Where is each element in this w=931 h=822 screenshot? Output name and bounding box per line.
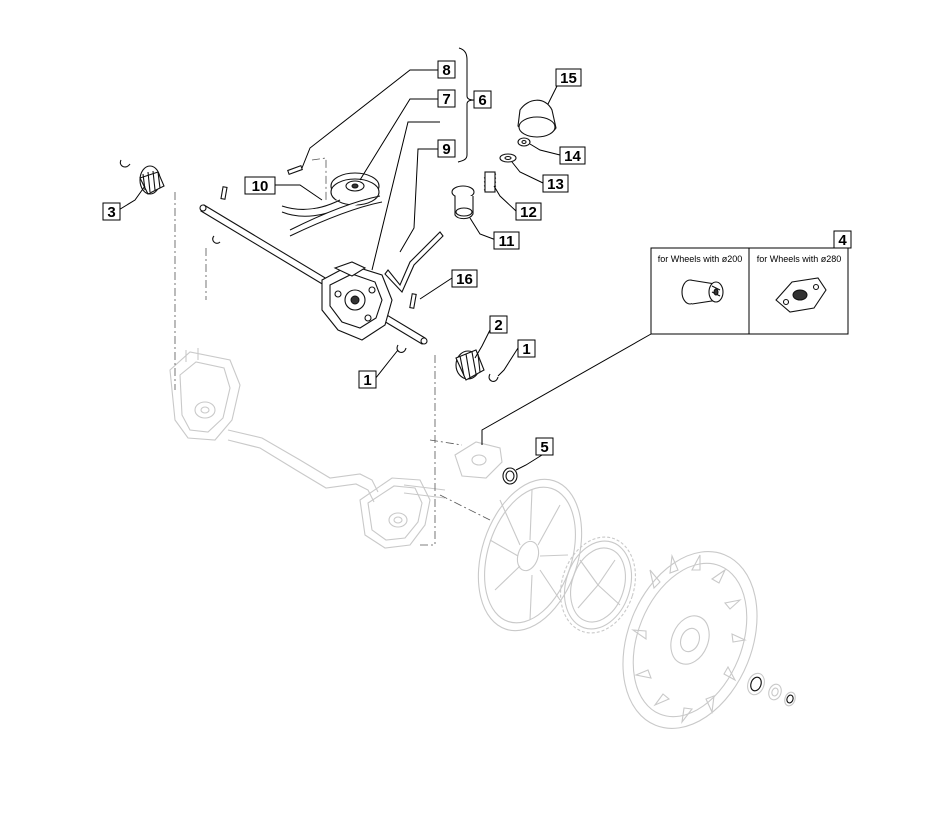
svg-text:1: 1	[522, 341, 530, 358]
callout-3: 3	[102, 202, 121, 221]
bushing-200-icon	[681, 279, 724, 305]
callout-7: 7	[437, 89, 456, 108]
ghost-washers	[747, 672, 796, 707]
svg-text:10: 10	[252, 178, 269, 195]
callout-12: 12	[515, 202, 542, 221]
svg-text:8: 8	[442, 62, 450, 79]
inset-caption-200: for Wheels with ø200	[658, 254, 743, 264]
pinion-gear-part-3	[119, 159, 165, 195]
bushing-part-11	[451, 185, 475, 220]
pin-part-16	[409, 293, 417, 309]
svg-text:16: 16	[456, 271, 473, 288]
svg-text:9: 9	[442, 141, 450, 158]
ghost-wheel-gear-ring	[560, 536, 636, 634]
callout-labels: 8 7 6 15 9 14 10 13	[102, 60, 852, 456]
callout-13: 13	[542, 174, 569, 193]
circlip-part-1	[396, 344, 499, 382]
svg-text:7: 7	[442, 91, 450, 108]
callout-1-right: 1	[517, 339, 536, 358]
pinion-gear-part-2	[455, 349, 485, 381]
svg-text:14: 14	[564, 148, 581, 165]
svg-text:15: 15	[560, 70, 577, 87]
callout-1-left: 1	[358, 370, 377, 389]
callout-6: 6	[473, 90, 492, 109]
callout-8: 8	[437, 60, 456, 79]
nut-part-14	[517, 137, 531, 147]
gearbox	[321, 261, 393, 341]
washer-part-13	[499, 153, 517, 163]
callout-4: 4	[833, 230, 852, 249]
callout-9: 9	[437, 139, 456, 158]
callout-15: 15	[555, 68, 582, 87]
svg-text:3: 3	[107, 204, 115, 221]
svg-text:6: 6	[478, 92, 486, 109]
inset-variants-part-4: for Wheels with ø200 for Wheels with ø28…	[650, 247, 849, 335]
cable-rod-part-9	[384, 231, 444, 293]
spring-part-12	[483, 171, 497, 193]
ghost-wheel-tyre	[622, 551, 758, 729]
assembly-dash-lines	[174, 157, 491, 546]
callout-14: 14	[559, 146, 586, 165]
pin-part-8	[287, 165, 303, 175]
svg-text:11: 11	[499, 233, 515, 250]
callout-2: 2	[489, 315, 508, 334]
svg-text:5: 5	[540, 439, 548, 456]
inset-caption-280: for Wheels with ø280	[757, 254, 842, 264]
bracket-280-icon	[775, 277, 827, 313]
svg-text:1: 1	[363, 372, 371, 389]
callout-11: 11	[493, 231, 520, 250]
knob-part-15	[517, 99, 557, 138]
leader-lines	[116, 69, 652, 471]
svg-text:13: 13	[547, 176, 564, 193]
callout-16: 16	[451, 269, 478, 288]
svg-text:12: 12	[520, 204, 537, 221]
axle-bracket-part-4	[454, 441, 503, 479]
washer-part-5	[502, 467, 518, 485]
axle-pins	[212, 186, 228, 244]
svg-text:2: 2	[494, 317, 502, 334]
ghost-frame-assembly	[169, 348, 446, 549]
svg-text:4: 4	[838, 232, 847, 249]
group-bracket-6	[457, 47, 475, 163]
callout-5: 5	[535, 437, 554, 456]
callout-10: 10	[244, 176, 276, 195]
drive-belt	[281, 195, 383, 237]
